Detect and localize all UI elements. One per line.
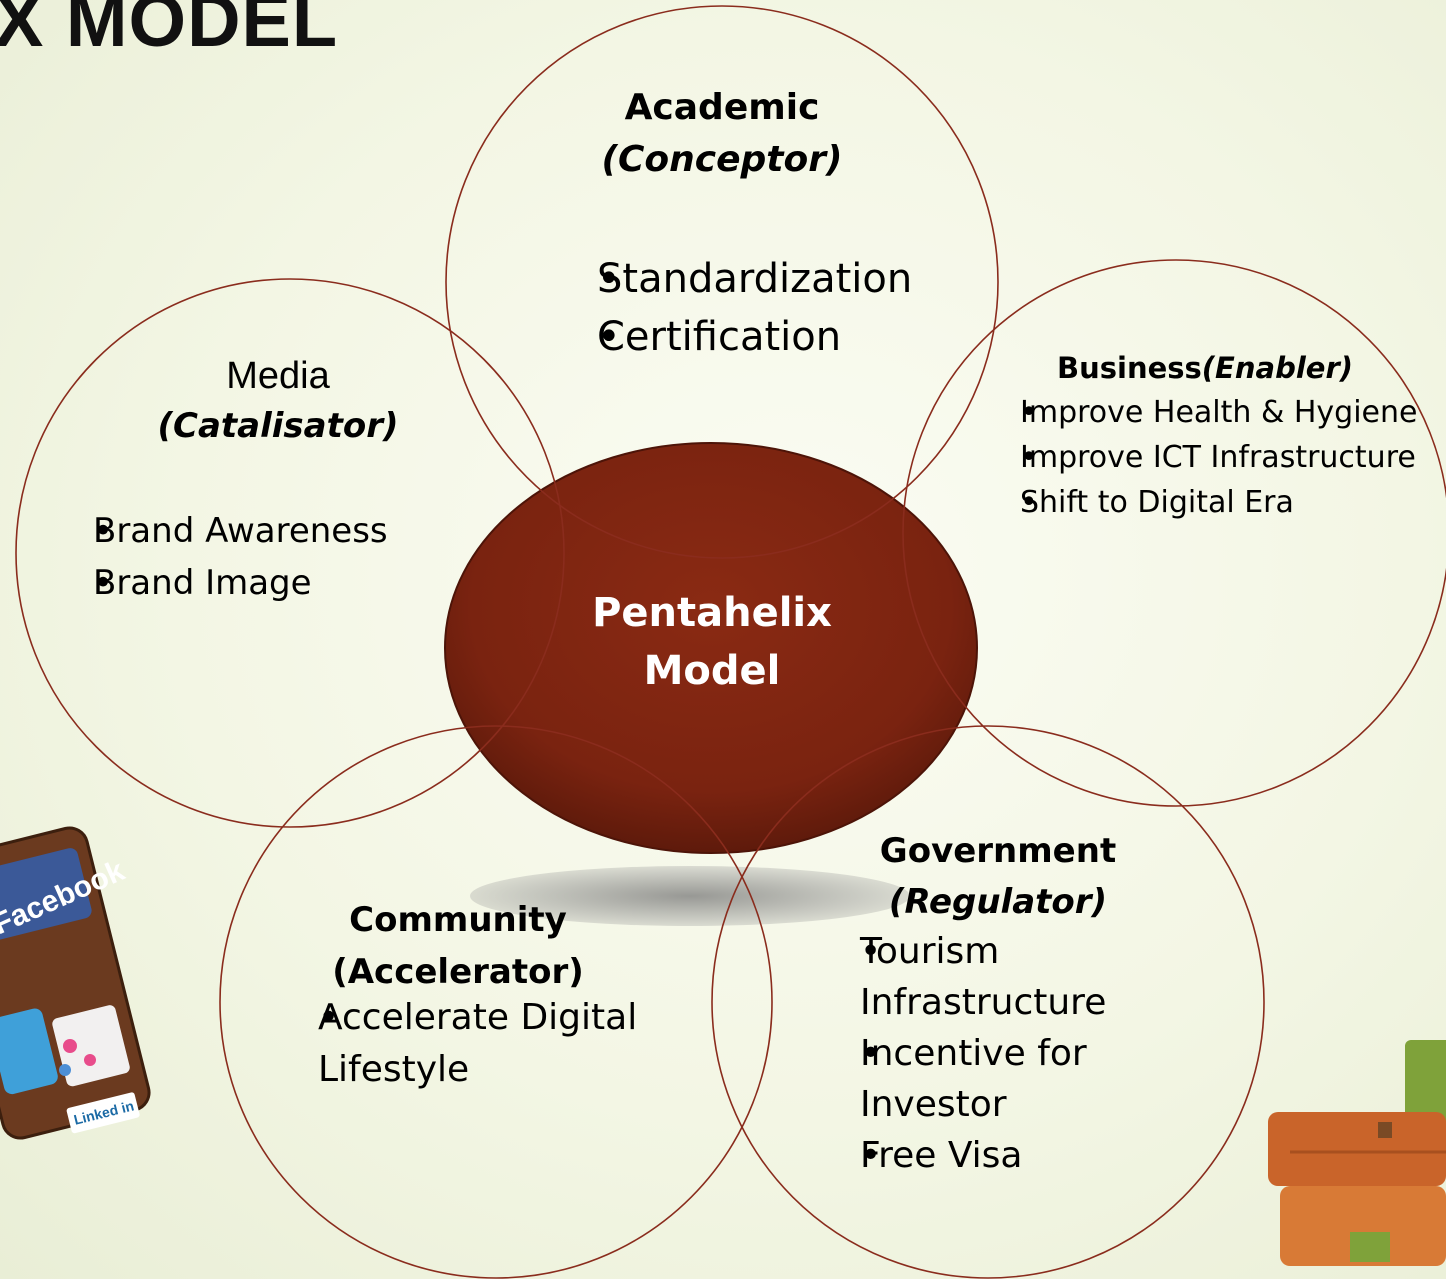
academic-list: Standardization Certification xyxy=(532,250,912,366)
center-line-1: Pentahelix xyxy=(592,590,832,636)
government-title: Government xyxy=(879,831,1117,871)
community-circle xyxy=(219,725,773,1279)
list-item: Certification xyxy=(532,308,912,366)
list-item: Brand Awareness xyxy=(28,505,388,557)
media-list: Brand Awareness Brand Image xyxy=(28,505,388,609)
list-item: Lifestyle xyxy=(318,1049,470,1090)
community-role: (Accelerator) xyxy=(332,952,584,992)
page-title: X MODEL xyxy=(0,0,339,62)
center-line-2: Model xyxy=(643,648,781,694)
business-list: Improve Health & Hygiene Improve ICT Inf… xyxy=(956,390,1418,525)
business-heading: Business(Enabler) xyxy=(1030,348,1380,388)
academic-circle xyxy=(445,5,999,559)
business-title: Business xyxy=(1057,351,1202,385)
center-shadow xyxy=(470,866,910,926)
luggage-image xyxy=(1268,1040,1446,1266)
business-role: (Enabler) xyxy=(1201,351,1353,385)
academic-title: Academic xyxy=(624,87,820,128)
list-item: Free Visa xyxy=(794,1130,1106,1181)
business-circle xyxy=(902,259,1446,807)
government-circle xyxy=(711,725,1265,1279)
list-item: Brand Image xyxy=(28,557,388,609)
media-title: Media xyxy=(226,355,330,397)
list-item: Standardization xyxy=(532,250,912,308)
list-item: Improve ICT Infrastructure xyxy=(956,435,1418,480)
media-circle xyxy=(15,278,565,828)
academic-heading: Academic (Conceptor) xyxy=(572,84,872,188)
center-label: Pentahelix Model xyxy=(562,584,862,700)
list-item: Investor xyxy=(860,1084,1007,1125)
list-item: Improve Health & Hygiene xyxy=(956,390,1418,435)
list-item: Infrastructure xyxy=(860,982,1107,1023)
academic-role: (Conceptor) xyxy=(601,139,843,180)
community-title: Community xyxy=(349,900,567,940)
government-role: (Regulator) xyxy=(888,882,1108,922)
government-heading: Government (Regulator) xyxy=(848,826,1148,928)
community-heading: Community (Accelerator) xyxy=(308,894,608,998)
government-list: Tourism Infrastructure Incentive for Inv… xyxy=(794,926,1106,1181)
list-item: Accelerate Digital xyxy=(252,992,637,1044)
media-heading: Media (Catalisator) xyxy=(128,350,428,450)
community-list: Accelerate Digital Lifestyle xyxy=(252,992,637,1096)
social-media-image: Facebook Linked in xyxy=(0,826,151,1140)
list-item: Incentive for xyxy=(794,1028,1106,1079)
center-ellipse xyxy=(444,442,978,854)
media-role: (Catalisator) xyxy=(157,406,399,446)
list-item: Shift to Digital Era xyxy=(956,480,1418,525)
list-item: Tourism xyxy=(794,926,1106,977)
